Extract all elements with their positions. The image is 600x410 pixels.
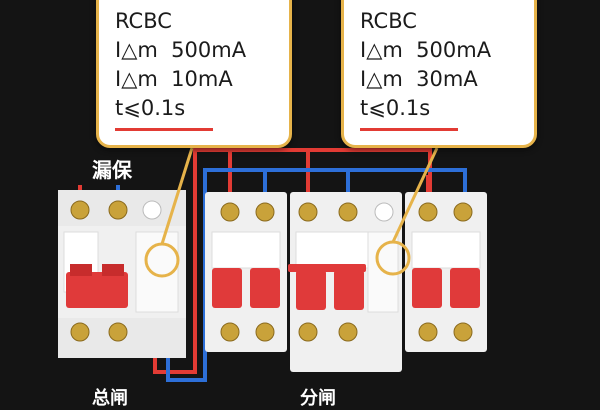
leader-line-left [160, 147, 194, 245]
callout-line-4: t⩽0.1s [115, 96, 186, 120]
screw-terminal-icon [418, 202, 438, 222]
rcd-label: 漏保 [92, 158, 132, 182]
callout-underline [360, 128, 458, 131]
screw-terminal-icon [298, 322, 318, 342]
branch-breaker-label: 分闸 [300, 388, 336, 409]
callout-rcd-spec-right: RCBC I△m 500mA I△m 30mA t⩽0.1s [341, 0, 537, 148]
screw-terminal-icon [298, 202, 318, 222]
breaker-panel-scene: RCBC I△m 500mA I△m 10mA t⩽0.1s RCBC I△m … [58, 0, 537, 409]
screw-terminal-icon [70, 322, 90, 342]
screw-terminal-icon [108, 322, 128, 342]
screw-terminal-icon [108, 200, 128, 220]
red-wire-main-out [153, 148, 230, 374]
screw-terminal-icon [338, 322, 358, 342]
screw-terminal-icon [453, 322, 473, 342]
screw-terminal-icon [255, 322, 275, 342]
callout-line-2: I△m 500mA [115, 38, 247, 62]
screw-terminal-icon [220, 322, 240, 342]
branch-breaker-2 [288, 192, 402, 372]
branch-breaker-3 [405, 192, 487, 352]
blue-wire-main-out [166, 168, 265, 382]
screw-terminal-icon [453, 202, 473, 222]
callout-line-3: I△m 30mA [360, 67, 478, 91]
callout-line-4: t⩽0.1s [360, 96, 431, 120]
highlight-markers [144, 147, 439, 278]
wiring-diagram [58, 147, 487, 382]
screw-terminal-icon [255, 202, 275, 222]
screw-terminal-icon [220, 202, 240, 222]
branch-breaker-1 [205, 192, 287, 352]
leader-line-right [391, 147, 439, 243]
screw-terminal-icon [338, 202, 358, 222]
rcd-breaker [58, 190, 186, 358]
callout-line-2: I△m 500mA [360, 38, 492, 62]
main-breaker-label: 总闸 [92, 388, 128, 409]
callout-line-1: RCBC [360, 9, 417, 33]
screw-terminal-icon [70, 200, 90, 220]
callout-rcd-spec-left: RCBC I△m 500mA I△m 10mA t⩽0.1s [96, 0, 292, 148]
callout-underline [115, 128, 213, 131]
callout-line-3: I△m 10mA [115, 67, 233, 91]
blue-wire-feed [263, 168, 467, 210]
callout-line-1: RCBC [115, 9, 172, 33]
screw-terminal-icon [418, 322, 438, 342]
